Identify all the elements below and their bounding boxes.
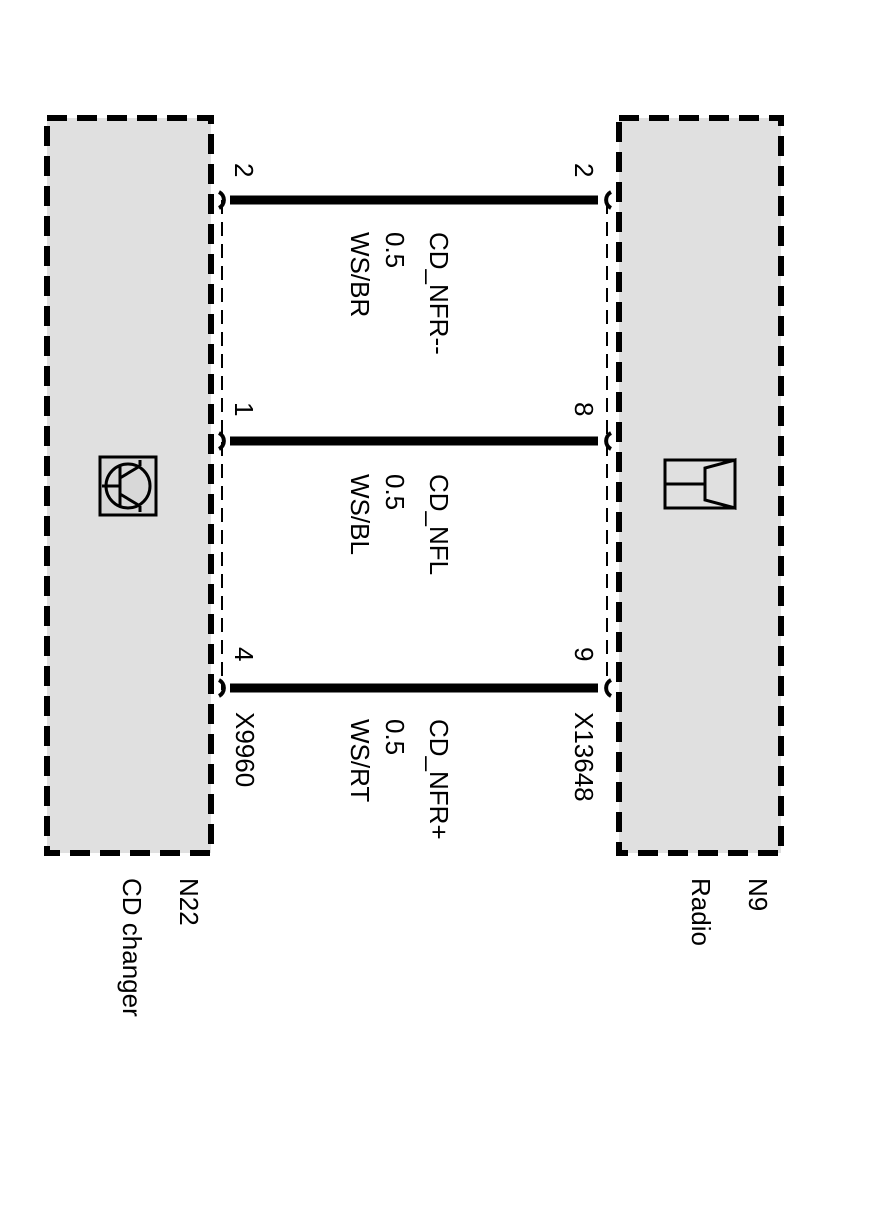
pin-label-cd-wire-2: 1 — [229, 402, 259, 416]
cd-changer-component-id: N22 — [174, 878, 204, 926]
wire-1-gauge: 0.5 — [380, 232, 410, 268]
wire-3[interactable] — [217, 678, 613, 698]
wire-2-gauge: 0.5 — [380, 474, 410, 510]
transistor-icon — [98, 455, 158, 517]
connector-terminal-radio-pin-2 — [604, 190, 613, 210]
pin-label-radio-wire-3: 9 — [569, 647, 599, 661]
wire-1[interactable] — [217, 190, 613, 210]
wire-2-signal: CD_NFL — [424, 474, 454, 575]
pin-label-radio-wire-2: 8 — [569, 402, 599, 416]
connector-terminal-radio-pin-8 — [604, 431, 613, 451]
connector-terminal-cd-pin-1 — [217, 431, 226, 451]
wire-3-color: WS/RT — [345, 719, 375, 802]
connector-terminal-radio-pin-9 — [604, 678, 613, 698]
radio-connector-id: X13648 — [569, 712, 599, 802]
wire-1-signal: CD_NFR-- — [424, 232, 454, 355]
wire-2[interactable] — [217, 431, 613, 451]
radio-component-id: N9 — [743, 878, 773, 911]
pin-label-cd-wire-1: 2 — [229, 163, 259, 177]
cd-changer-component-name: CD changer — [117, 878, 147, 1017]
pin-label-radio-wire-1: 2 — [569, 163, 599, 177]
connector-terminal-cd-pin-2 — [217, 190, 226, 210]
wire-3-gauge: 0.5 — [380, 719, 410, 755]
cd-changer-connector-id: X9960 — [230, 712, 260, 787]
connector-terminal-cd-pin-4 — [217, 678, 226, 698]
speaker-icon — [663, 458, 737, 510]
wire-3-signal: CD_NFR+ — [424, 719, 454, 840]
pin-label-cd-wire-3: 4 — [229, 647, 259, 661]
wire-1-color: WS/BR — [345, 232, 375, 317]
radio-component-name: Radio — [686, 878, 716, 946]
wire-2-color: WS/BL — [345, 474, 375, 555]
